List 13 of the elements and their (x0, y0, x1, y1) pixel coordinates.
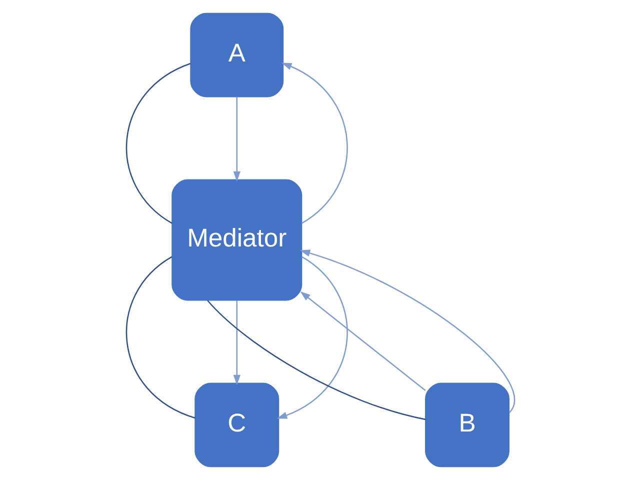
arrow (232, 96, 240, 182)
arrow (300, 291, 426, 392)
arrow (299, 250, 514, 414)
arrow (280, 62, 348, 224)
connector (126, 62, 190, 224)
node-box: A (190, 12, 284, 98)
node-box: B (424, 382, 509, 468)
arrow (276, 256, 348, 419)
arrow (232, 300, 240, 386)
node-box: Mediator (171, 179, 302, 301)
node-box: C (194, 382, 279, 468)
connector (126, 256, 195, 419)
connector (206, 300, 426, 420)
